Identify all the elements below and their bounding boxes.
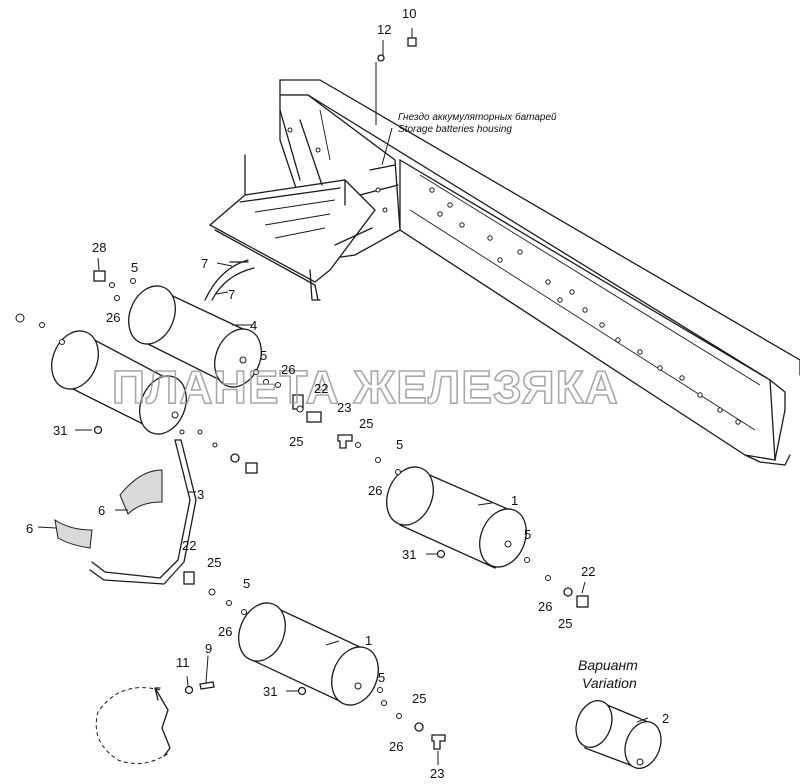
callout-22: 22 <box>314 381 328 396</box>
callout-2: 2 <box>662 711 669 726</box>
air-receiver-4 <box>128 285 262 388</box>
callout-12: 12 <box>377 22 391 37</box>
leader-lines <box>37 28 649 765</box>
callout-1: 1 <box>365 633 372 648</box>
callout-25: 25 <box>289 434 303 449</box>
air-receiver-1-right <box>386 466 527 569</box>
callout-26: 26 <box>368 483 382 498</box>
callout-31: 31 <box>402 547 416 562</box>
callout-6: 6 <box>98 503 105 518</box>
callout-22: 22 <box>182 538 196 553</box>
callout-9: 9 <box>205 641 212 656</box>
callout-25: 25 <box>412 691 426 706</box>
housing-annotation-en: Storage batteries housing <box>398 124 512 135</box>
callout-7: 7 <box>201 256 208 271</box>
callout-5: 5 <box>131 260 138 275</box>
callout-10: 10 <box>402 6 416 21</box>
watermark-text: ПЛАНЕТА ЖЕЛЕЗЯКА <box>112 361 619 413</box>
callout-28: 28 <box>92 240 106 255</box>
callout-26: 26 <box>218 624 232 639</box>
callout-3: 3 <box>197 487 204 502</box>
frame-holes <box>429 187 741 425</box>
callout-5: 5 <box>243 576 250 591</box>
callout-26: 26 <box>106 310 120 325</box>
fasteners <box>15 37 589 750</box>
pad-7 <box>204 259 255 301</box>
callout-25: 25 <box>359 416 373 431</box>
callout-26: 26 <box>389 739 403 754</box>
frame-side-member <box>279 79 800 466</box>
callout-7: 7 <box>228 287 235 302</box>
callout-1: 1 <box>511 493 518 508</box>
strap-bottom-left <box>95 687 171 765</box>
callout-22: 22 <box>581 564 595 579</box>
callout-31: 31 <box>263 684 277 699</box>
strap-3 <box>89 439 197 585</box>
callout-23: 23 <box>430 766 444 781</box>
callout-26: 26 <box>538 599 552 614</box>
variant-label-ru: Вариант <box>578 657 638 673</box>
air-receiver-1-bottom <box>238 602 379 706</box>
callout-31: 31 <box>53 423 67 438</box>
air-receiver-left <box>51 330 187 435</box>
callout-5: 5 <box>378 670 385 685</box>
callout-6: 6 <box>26 521 33 536</box>
callout-26: 26 <box>281 362 295 377</box>
callout-5: 5 <box>260 348 267 363</box>
housing-annotation-ru: Гнездо аккумуляторных батарей <box>398 111 557 123</box>
callout-5: 5 <box>524 527 531 542</box>
callout-25: 25 <box>207 555 221 570</box>
callout-4: 4 <box>250 318 257 333</box>
callout-5: 5 <box>396 437 403 452</box>
callout-23: 23 <box>337 400 351 415</box>
pad-6-upper <box>119 469 163 515</box>
storage-batteries-housing <box>208 94 401 301</box>
variant-label-en: Variation <box>582 675 637 691</box>
callout-25: 25 <box>558 616 572 631</box>
callout-numbers: 10 12 28 5 26 7 7 4 5 26 22 23 25 25 31 … <box>26 6 669 781</box>
callout-11: 11 <box>176 655 190 670</box>
pad-6-lower <box>54 518 93 549</box>
air-receiver-2-variation <box>575 700 662 769</box>
